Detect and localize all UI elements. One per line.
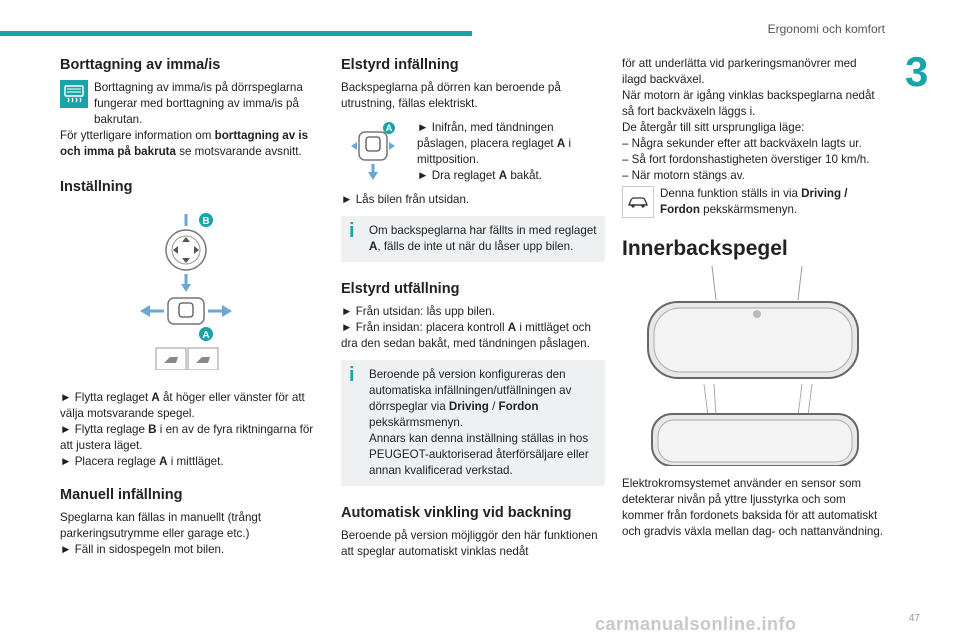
column-1: Borttagning av imma/is Borttagning av im… (60, 56, 322, 558)
auto-tilt-p1: för att underlätta vid parkeringsmanövre… (622, 57, 857, 86)
manual-fold-step: ► Fäll in sidospegeln mot bilen. (60, 543, 225, 556)
heading-setting: Inställning (60, 179, 133, 195)
menu-text: Denna funktion ställs in via Driving / F… (660, 187, 848, 216)
column-3: för att underlätta vid parkeringsmanövre… (622, 56, 884, 540)
rear-defrost-icon (60, 80, 88, 108)
setting-step-2: ► Flytta reglage B i en av de fyra riktn… (60, 423, 314, 452)
electric-fold-steps: ► Inifrån, med tändningen påslagen, plac… (417, 120, 605, 184)
defog-row: Borttagning av imma/is på dörrspeglarna … (60, 80, 322, 128)
label-b: B (202, 216, 209, 227)
column-2: Elstyrd infällning Backspeglarna på dörr… (341, 56, 605, 560)
car-menu-icon (622, 186, 654, 218)
defog-text: Borttagning av imma/is på dörrspeglarna … (94, 81, 303, 126)
note-unfold: i Beroende på version konfigureras den a… (341, 360, 605, 486)
heading-auto-tilt: Automatisk vinkling vid backning (341, 505, 572, 521)
electric-fold-step-2: ► Dra reglaget A bakåt. (417, 169, 542, 182)
note-unfold-text-2: Annars kan denna inställning ställas in … (369, 432, 589, 477)
auto-tilt-text: Beroende på version möjliggör den här fu… (341, 529, 598, 558)
electric-unfold-step-1: ► Från utsidan: lås upp bilen. (341, 305, 495, 318)
electric-unfold-step-2: ► Från insidan: placera kontroll A i mit… (341, 321, 591, 350)
note-fold-text: Om backspeglarna har fällts in med regla… (369, 224, 597, 253)
electric-fold-row: A ► Inifrån, med tändningen påslagen, pl… (341, 120, 605, 184)
info-icon: i (349, 220, 355, 242)
heading-defog: Borttagning av imma/is (60, 57, 221, 73)
watermark: carmanualsonline.info (595, 614, 797, 634)
electric-fold-step-1: ► Inifrån, med tändningen påslagen, plac… (417, 121, 572, 166)
heading-electric-fold: Elstyrd infällning (341, 57, 459, 73)
top-accent-bar (0, 31, 472, 36)
auto-tilt-p2: När motorn är igång vinklas backspeglarn… (622, 89, 875, 118)
setting-step-1: ► Flytta reglaget A åt höger eller vänst… (60, 391, 305, 420)
defog-reference: För ytterligare information om borttagni… (60, 129, 309, 158)
heading-manual-fold: Manuell infällning (60, 487, 183, 503)
fold-label-a: A (386, 123, 393, 133)
auto-tilt-p3: De återgår till sitt ursprungliga läge: (622, 121, 805, 134)
info-icon: i (349, 364, 355, 386)
auto-tilt-item-3: – När motorn stängs av. (622, 169, 745, 182)
heading-electric-unfold: Elstyrd utfällning (341, 281, 460, 297)
page-number: 47 (908, 613, 920, 624)
section-title: Ergonomi och komfort (767, 22, 885, 36)
auto-tilt-item-1: – Några sekunder efter att backväxeln la… (622, 137, 862, 150)
heading-inner-mirror: Innerbackspegel (622, 237, 788, 260)
electric-fold-step-3: ► Lås bilen från utsidan. (341, 193, 470, 206)
setting-steps: ► Flytta reglaget A åt höger eller vänst… (60, 390, 322, 470)
mirror-control-figure: B A (60, 210, 322, 371)
chapter-number: 3 (905, 48, 929, 95)
label-a: A (202, 330, 209, 341)
inner-mirror-figure (622, 265, 884, 467)
menu-row: Denna funktion ställs in via Driving / F… (622, 186, 884, 218)
fold-control-figure: A (341, 120, 409, 182)
manual-fold-text: Speglarna kan fällas in manuellt (trångt… (60, 511, 262, 540)
setting-step-3: ► Placera reglage A i mittläget. (60, 455, 224, 468)
auto-tilt-item-2: – Så fort fordonshastigheten överstiger … (622, 153, 870, 166)
note-unfold-text-1: Beroende på version konfigureras den aut… (369, 368, 572, 429)
inner-mirror-text: Elektrokromsystemet använder en sensor s… (622, 477, 884, 538)
note-fold: i Om backspeglarna har fällts in med reg… (341, 216, 605, 262)
electric-fold-intro: Backspeglarna på dörren kan beroende på … (341, 81, 561, 110)
